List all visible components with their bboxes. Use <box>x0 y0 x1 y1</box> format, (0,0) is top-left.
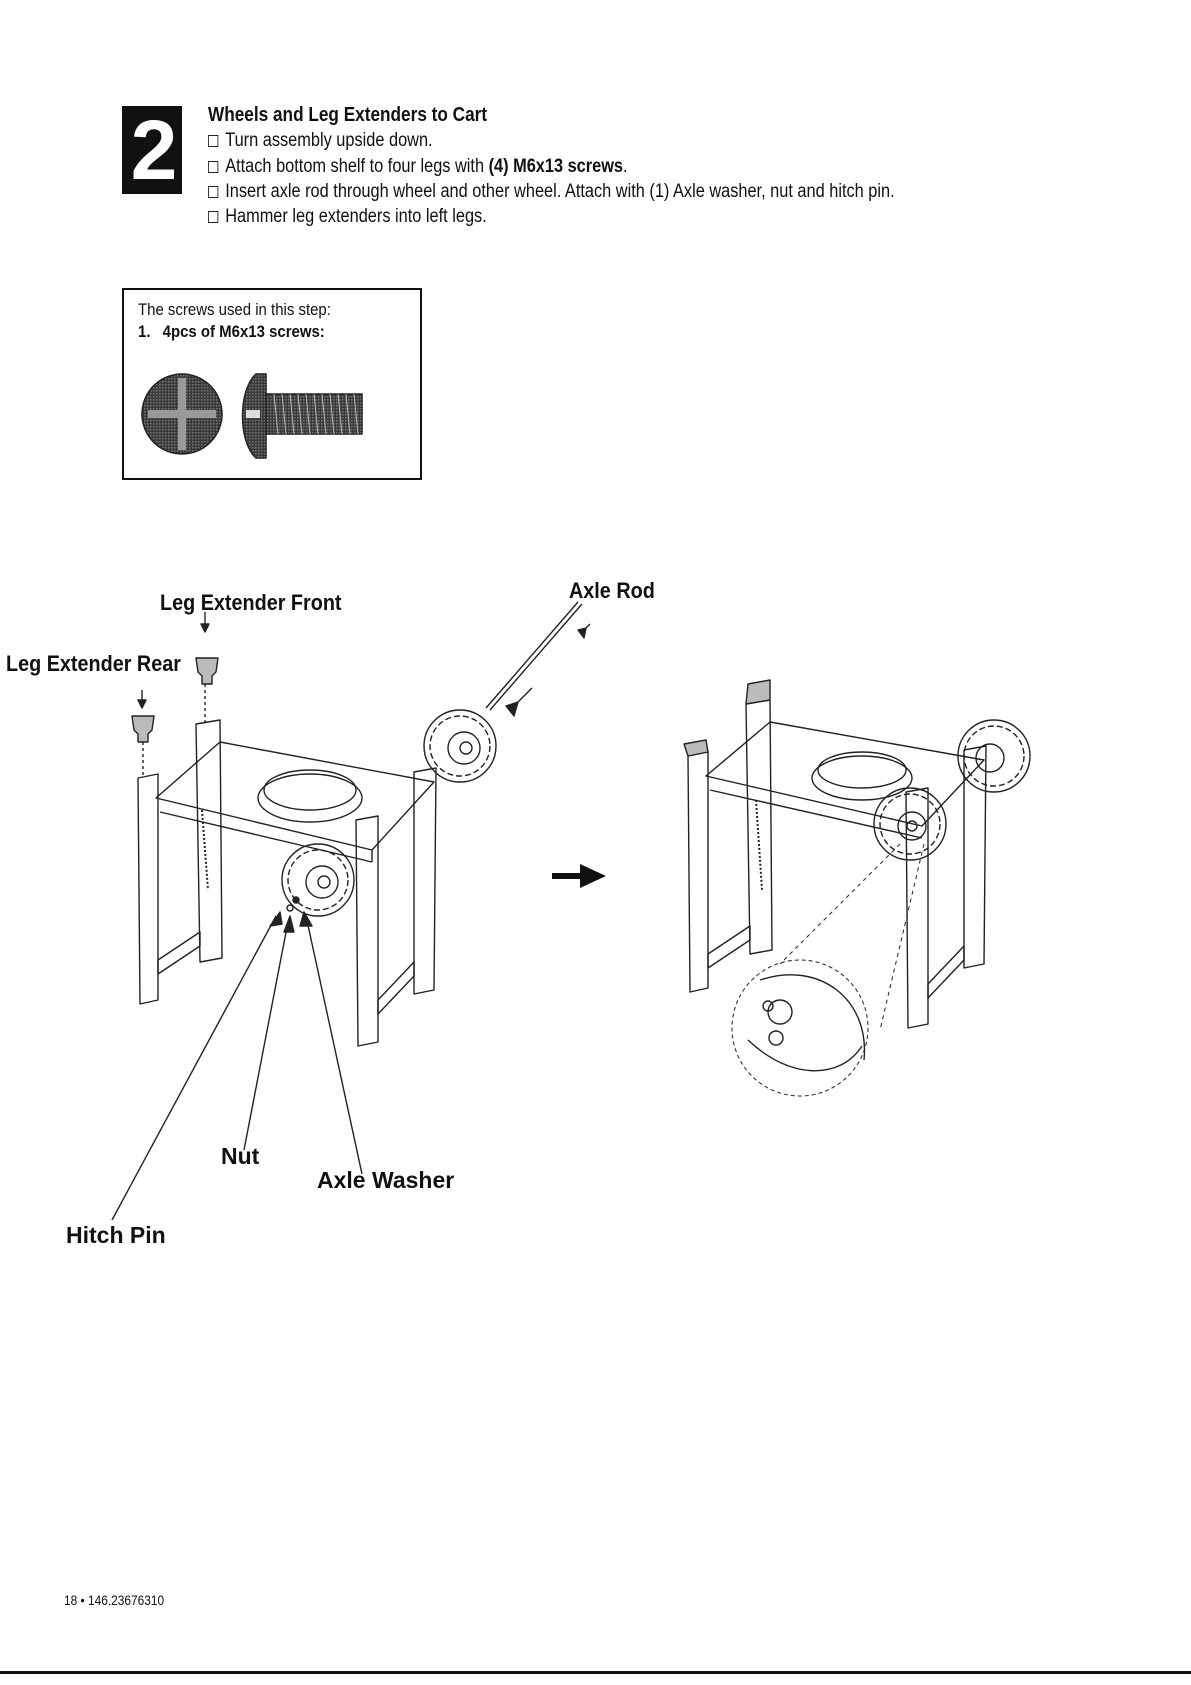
instruction-text-pre: Attach bottom shelf to four legs with <box>225 156 489 177</box>
instruction-text-post: . <box>623 156 628 177</box>
assembly-diagram <box>111 601 1031 1221</box>
screw-info-box: The screws used in this step: 1. 4pcs of … <box>122 288 422 480</box>
screw-head-icon <box>141 373 223 455</box>
instruction-text: Hammer leg extenders into left legs. <box>225 206 487 227</box>
instruction-text-bold: (4) M6x13 screws <box>488 156 624 177</box>
step-title: Wheels and Leg Extenders to Cart <box>208 104 488 126</box>
arrow-icon <box>505 687 533 717</box>
label-leg-extender-front: Leg Extender Front <box>160 590 342 615</box>
step-number-badge: 2 <box>122 106 182 194</box>
cart-assembled <box>683 679 1031 1097</box>
wheel-icon <box>957 719 1031 793</box>
screw-item-text: 4pcs of M6x13 screws: <box>162 322 325 341</box>
instruction-text: Insert axle rod through wheel and other … <box>225 181 895 202</box>
label-hitch-pin: Hitch Pin <box>66 1222 166 1248</box>
bottom-rule <box>0 1671 1191 1674</box>
instruction-3: Insert axle rod through wheel and other … <box>208 181 895 203</box>
wheel-icon <box>281 843 355 917</box>
instruction-text: Turn assembly upside down. <box>225 130 433 151</box>
checkbox-icon <box>208 211 219 223</box>
screw-item: 1. 4pcs of M6x13 screws: <box>138 322 325 342</box>
screw-item-number: 1. <box>138 322 151 341</box>
checkbox-icon <box>208 135 219 147</box>
checkbox-icon <box>208 161 219 173</box>
label-axle-washer: Axle Washer <box>317 1167 455 1193</box>
leg-extender-front <box>195 657 219 685</box>
instruction-4: Hammer leg extenders into left legs. <box>208 206 487 228</box>
page-footer: 18 • 146.23676310 <box>64 1592 165 1608</box>
wheel-icon <box>423 709 497 783</box>
instruction-2: Attach bottom shelf to four legs with (4… <box>208 156 628 178</box>
down-arrow-icon <box>137 690 147 709</box>
label-leg-extender-rear: Leg Extender Rear <box>6 651 181 676</box>
label-axle-rod: Axle Rod <box>569 578 655 603</box>
down-arrow-icon <box>200 612 210 633</box>
right-arrow-icon <box>552 864 606 888</box>
instruction-1: Turn assembly upside down. <box>208 130 433 152</box>
checkbox-icon <box>208 186 219 198</box>
wheel-icon <box>873 787 947 861</box>
screw-caption: The screws used in this step: <box>138 300 331 319</box>
arrow-icon <box>577 623 591 639</box>
leg-extender-rear <box>131 715 155 743</box>
screw-side-icon <box>241 373 363 459</box>
label-nut: Nut <box>221 1143 260 1169</box>
cart-exploded <box>111 601 591 1221</box>
screw-illustration <box>141 373 363 459</box>
zoom-detail <box>731 959 869 1097</box>
